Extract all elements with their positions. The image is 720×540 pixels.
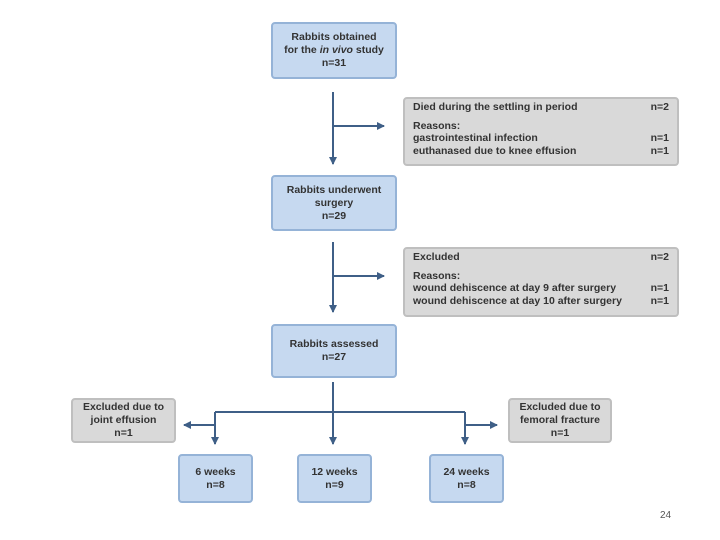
excluded-note-box: Excluded n=2 Reasons: wound dehiscence at… bbox=[403, 247, 679, 317]
femoral-count: n=1 bbox=[550, 427, 570, 439]
excluded-title: Excluded bbox=[413, 251, 460, 263]
excluded-reason-2-count: n=1 bbox=[650, 294, 669, 307]
excluded-reasons-label: Reasons: bbox=[413, 269, 461, 282]
excluded-joint-box: Excluded due to joint effusion n=1 bbox=[71, 398, 176, 443]
week6-label: 6 weeks bbox=[195, 465, 236, 478]
excluded-count: n=2 bbox=[650, 251, 669, 263]
died-reason-2: euthanased due to knee effusion bbox=[413, 144, 577, 157]
rabbits-surgery-box: Rabbits underwent surgery n=29 bbox=[271, 175, 397, 231]
died-title: Died during the settling in period bbox=[413, 101, 578, 113]
died-reasons-label: Reasons: bbox=[413, 119, 461, 132]
week12-box: 12 weeks n=9 bbox=[297, 454, 372, 503]
surgery-count: n=29 bbox=[321, 209, 347, 222]
week24-box: 24 weeks n=8 bbox=[429, 454, 504, 503]
joint-line1: Excluded due to bbox=[82, 401, 165, 413]
femoral-line1: Excluded due to bbox=[519, 401, 601, 413]
joint-count: n=1 bbox=[114, 427, 133, 439]
excluded-reason-1: wound dehiscence at day 9 after surgery bbox=[413, 282, 617, 294]
excluded-reason-2: wound dehiscence at day 10 after surgery bbox=[413, 294, 622, 307]
week24-count: n=8 bbox=[457, 478, 476, 491]
week6-box: 6 weeks n=8 bbox=[178, 454, 253, 503]
page-number: 24 bbox=[660, 510, 672, 521]
died-reason-1-count: n=1 bbox=[650, 132, 669, 144]
died-reason-1: gastrointestinal infection bbox=[413, 132, 538, 144]
rabbits-obtained-box: Rabbits obtained for the in vivo study n… bbox=[271, 22, 397, 79]
assessed-count: n=27 bbox=[321, 351, 347, 363]
surgery-line1: Rabbits underwent bbox=[286, 183, 382, 196]
excluded-reason-1-count: n=1 bbox=[650, 282, 669, 294]
assessed-line1: Rabbits assessed bbox=[289, 338, 379, 350]
obtained-line1: Rabbits obtained bbox=[291, 31, 377, 43]
died-reason-2-count: n=1 bbox=[650, 144, 669, 157]
died-count: n=2 bbox=[650, 101, 669, 113]
week6-count: n=8 bbox=[206, 478, 225, 491]
surgery-line2: surgery bbox=[314, 196, 354, 209]
obtained-line2: for the in vivo study bbox=[284, 44, 384, 56]
joint-line2: joint effusion bbox=[90, 414, 157, 426]
excluded-femoral-box: Excluded due to femoral fracture n=1 bbox=[508, 398, 612, 443]
week12-label: 12 weeks bbox=[311, 465, 358, 478]
femoral-line2: femoral fracture bbox=[520, 414, 600, 426]
obtained-count: n=31 bbox=[321, 57, 347, 69]
week12-count: n=9 bbox=[325, 478, 344, 491]
died-note-box: Died during the settling in period n=2 Re… bbox=[403, 97, 679, 166]
rabbits-assessed-box: Rabbits assessed n=27 bbox=[271, 324, 397, 378]
week24-label: 24 weeks bbox=[443, 465, 490, 478]
